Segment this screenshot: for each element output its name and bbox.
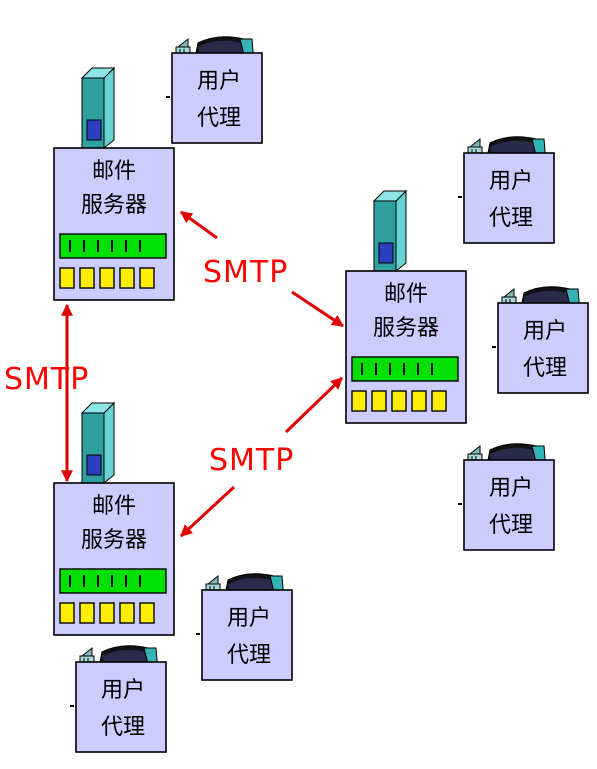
server-label-line2: 服务器 xyxy=(373,316,439,341)
agent-label-line2: 代理 xyxy=(489,206,533,231)
agent-label-line1: 用户 xyxy=(523,319,567,344)
agent-label-line2: 代理 xyxy=(489,513,533,538)
server-label-line1: 邮件 xyxy=(384,282,428,307)
smtp-label-bottom: SMTP xyxy=(209,443,294,478)
smtp-connections xyxy=(61,210,344,538)
user-agent-4: 用户 代理 xyxy=(457,442,555,551)
agent-label-line1: 用户 xyxy=(101,678,145,703)
arrow-top-to-right xyxy=(180,210,218,240)
mail-server-right: 邮件 服务器 xyxy=(345,190,467,424)
agent-label-line1: 用户 xyxy=(227,606,271,631)
agent-label-line1: 用户 xyxy=(489,169,533,194)
mail-server-bottom-left: 邮件 服务器 xyxy=(53,402,175,636)
agent-label-line2: 代理 xyxy=(197,106,241,131)
user-agent-3: 用户 代理 xyxy=(491,285,589,394)
agent-label-line1: 用户 xyxy=(197,69,241,94)
mail-server-top-left: 邮件 服务器 xyxy=(53,67,175,301)
smtp-label-top: SMTP xyxy=(203,255,288,290)
agent-label-line2: 代理 xyxy=(523,356,567,381)
arrow-bottom-to-right xyxy=(179,485,236,538)
server-label-line1: 邮件 xyxy=(92,494,136,519)
server-label-line2: 服务器 xyxy=(81,193,147,218)
smtp-label-left: SMTP xyxy=(4,362,89,397)
user-agent-6: 用户 代理 xyxy=(69,644,167,753)
agent-label-line1: 用户 xyxy=(489,476,533,501)
arrow-top-to-right-2 xyxy=(291,290,344,328)
server-label-line1: 邮件 xyxy=(92,159,136,184)
arrow-bottom-to-right-2 xyxy=(284,376,344,434)
agent-label-line2: 代理 xyxy=(101,715,145,740)
user-agent-1: 用户 代理 xyxy=(165,35,263,144)
server-label-line2: 服务器 xyxy=(81,528,147,553)
user-agent-2: 用户 代理 xyxy=(457,135,555,244)
user-agent-5: 用户 代理 xyxy=(195,572,293,681)
agent-label-line2: 代理 xyxy=(227,643,271,668)
